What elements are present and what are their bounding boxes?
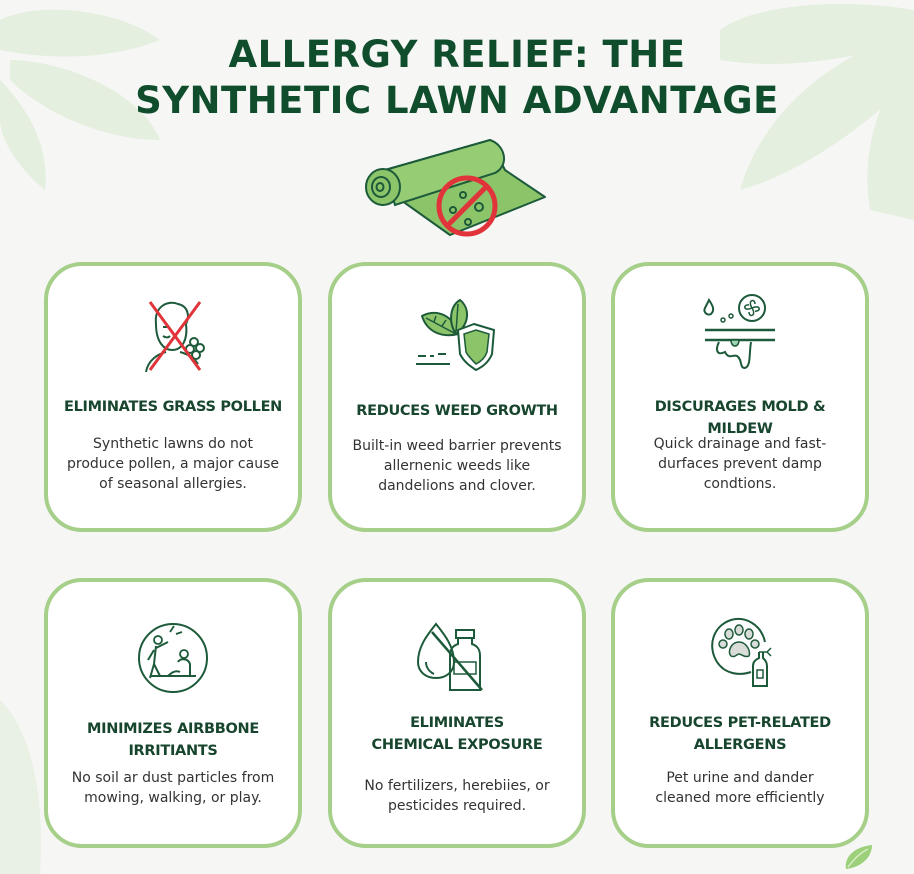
no-pollen-person-icon: [145, 301, 205, 373]
card-description: Pet urine and dander cleaned more effici…: [655, 770, 825, 806]
card-title: ELIMINATES CHEMICAL EXPOSURE: [371, 715, 543, 753]
card-discourages-mold-mildew: DISCURAGES MOLD & MILDEW Quick drainage …: [611, 262, 869, 532]
card-reduces-pet-related-allergens: REDUCES PET-RELATED ALLERGENS Pet urine …: [611, 578, 869, 848]
leaves-shield-icon: [416, 298, 496, 372]
card-title: MINIMIZES AIRBBONE IRRITIANTS: [87, 721, 259, 759]
card-description: Synthetic lawns do not produce pollen, a…: [66, 436, 279, 492]
corner-leaf-icon: [845, 845, 872, 869]
card-title: REDUCES WEED GROWTH: [356, 403, 558, 419]
drainage-fan-icon: [703, 294, 775, 370]
page-title: ALLERGY RELIEF: THE SYNTHETIC LAWN ADVAN…: [0, 32, 914, 124]
people-playing-icon: [138, 623, 208, 693]
card-eliminates-grass-pollen: ELIMINATES GRASS POLLEN Synthetic lawns …: [44, 262, 302, 532]
card-description: No soil ar dust particles from mowing, w…: [71, 770, 275, 806]
title-line-2: SYNTHETIC LAWN ADVANTAGE: [135, 79, 779, 122]
card-minimizes-airborne-irritants: MINIMIZES AIRBBONE IRRITIANTS No soil ar…: [44, 578, 302, 848]
card-title: DISCURAGES MOLD & MILDEW: [654, 399, 826, 437]
card-description: Built-in weed barrier prevents allerneni…: [352, 438, 562, 494]
card-title: ELIMINATES GRASS POLLEN: [63, 399, 283, 415]
title-line-1: ALLERGY RELIEF: THE: [228, 33, 686, 76]
no-chemicals-icon: [416, 622, 483, 691]
card-eliminates-chemical-exposure: ELIMINATES CHEMICAL EXPOSURE No fertiliz…: [328, 578, 586, 848]
card-reduces-weed-growth: REDUCES WEED GROWTH Built-in weed barrie…: [328, 262, 586, 532]
card-title: REDUCES PET-RELATED ALLERGENS: [649, 715, 831, 753]
card-description: Quick drainage and fast- durfaces preven…: [653, 436, 827, 492]
paw-spray-icon: [711, 618, 772, 687]
card-description: No fertilizers, herebiies, or pesticides…: [364, 778, 550, 814]
rolled-turf-no-pollen-icon: [365, 138, 546, 237]
